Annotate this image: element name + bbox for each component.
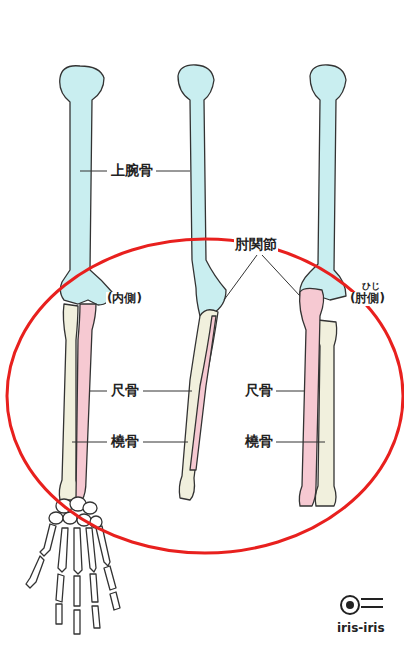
watermark: iris-iris [336, 622, 386, 636]
joint-label: 肘関節 [234, 236, 278, 252]
bone-label: 尺骨 [110, 382, 140, 398]
reading-label: ひじ [361, 281, 381, 291]
bone-label: 尺骨 [244, 382, 274, 398]
bone-label: 橈骨 [110, 433, 140, 449]
side-label: (肘側) [349, 292, 386, 306]
bone-label: 上腕骨 [110, 162, 154, 178]
side-label: (内側) [106, 292, 143, 306]
bone-label: 橈骨 [244, 433, 274, 449]
